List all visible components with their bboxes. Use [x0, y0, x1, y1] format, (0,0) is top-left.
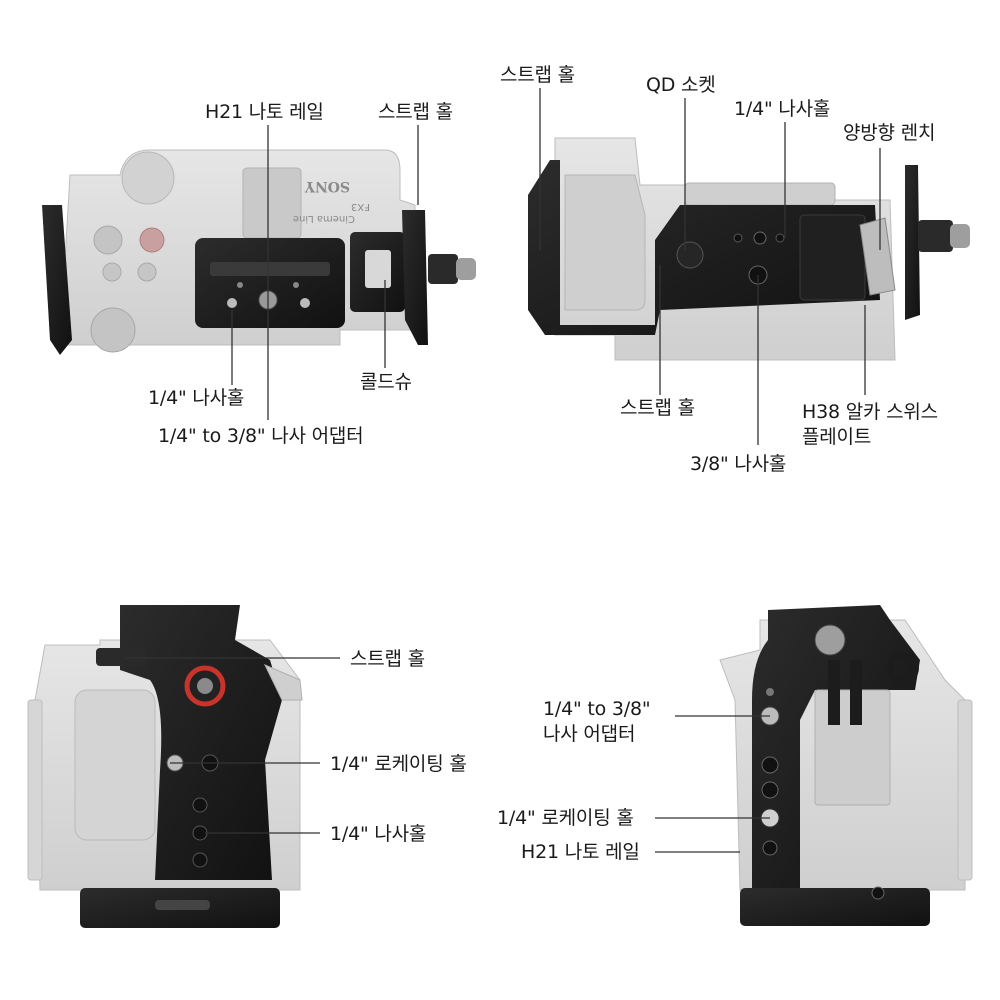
- screw-hole: [293, 282, 299, 288]
- leader-lines: [125, 88, 881, 853]
- screw-hole: [227, 298, 237, 308]
- side-bracket: [42, 205, 72, 355]
- locating-hole: [761, 756, 779, 774]
- mode-dial: [121, 151, 175, 205]
- label-bidirectional-wrench: 양방향 렌치: [843, 122, 936, 144]
- label-strap-hole: 스트랩 홀: [378, 101, 453, 123]
- screw-hole: [775, 233, 785, 243]
- screw-hole: [192, 852, 208, 868]
- cage-frame: [752, 605, 920, 895]
- label-adapter-line1: 1/4" to 3/8": [543, 698, 651, 720]
- screw-hole: [192, 797, 208, 813]
- bottom-right-view: [719, 605, 973, 926]
- rosette-screw: [814, 624, 846, 656]
- wrench: [828, 660, 862, 725]
- screw-hole: [192, 825, 208, 841]
- record-button: [139, 227, 165, 253]
- base-slot: [155, 900, 210, 910]
- cage-side-arm: [905, 165, 920, 320]
- camera-brand-text: SONY: [304, 178, 350, 194]
- lens-mount: [684, 182, 836, 206]
- thumb-screw: [918, 220, 953, 252]
- label-screw-hole-14: 1/4" 나사홀: [734, 98, 831, 120]
- side-door: [74, 689, 156, 841]
- label-arca-plate-line2: 플레이트: [802, 426, 872, 448]
- screw-hole: [762, 840, 778, 856]
- label-arca-plate-line1: H38 알카 스위스: [802, 401, 938, 423]
- cage-frame: [528, 160, 880, 335]
- thumb-screw: [428, 254, 458, 284]
- base-plate: [740, 888, 930, 926]
- label-locating-hole: 1/4" 로케이팅 홀: [497, 807, 634, 829]
- label-strap-hole-top: 스트랩 홀: [500, 64, 575, 86]
- screw-hole-14: [753, 231, 767, 245]
- label-adapter-line2: 나사 어댑터: [543, 723, 636, 745]
- top-right-view: [528, 137, 970, 361]
- camera-model-text: FX3: [351, 201, 370, 212]
- label-adapter: 1/4" to 3/8" 나사 어댑터: [158, 425, 364, 447]
- side-grille: [27, 699, 43, 881]
- hot-shoe: [242, 167, 302, 239]
- arca-swiss-plate: [799, 214, 866, 301]
- nato-rail-slot: [210, 262, 330, 276]
- cage-grip: [120, 605, 282, 880]
- label-screw-hole-14: 1/4" 나사홀: [330, 823, 427, 845]
- screw-hole: [237, 282, 243, 288]
- nato-rail-plate: [195, 238, 345, 328]
- screw-hole: [766, 688, 774, 696]
- screw-hole: [300, 298, 310, 308]
- thumb-screw-knob: [456, 258, 476, 280]
- locating-hole: [761, 781, 779, 799]
- label-h21-nato-rail: H21 나토 레일: [205, 101, 324, 123]
- thumb-screw-knob: [950, 224, 970, 248]
- rosette-screw-center: [197, 678, 213, 694]
- control-dial: [93, 225, 123, 255]
- label-strap-hole: 스트랩 홀: [350, 648, 425, 670]
- base-screw: [871, 886, 885, 900]
- side-grille: [957, 699, 973, 881]
- top-left-view: SONY FX3 Cinema Line: [42, 149, 476, 355]
- cage-side-arm: [402, 210, 428, 345]
- cold-shoe-slot: [365, 250, 391, 288]
- label-locating-hole: 1/4" 로케이팅 홀: [330, 753, 467, 775]
- label-screw-hole-14: 1/4" 나사홀: [148, 387, 245, 409]
- button-3: [102, 262, 122, 282]
- wrench-ring: [887, 652, 919, 684]
- label-h21-nato-rail: H21 나토 레일: [521, 841, 640, 863]
- top-handle: [96, 648, 146, 666]
- label-screw-hole-38: 3/8" 나사홀: [690, 453, 787, 475]
- qd-socket: [676, 241, 704, 269]
- screw-hole: [733, 233, 743, 243]
- bottom-left-view: [27, 605, 303, 928]
- grip-rubber: [263, 664, 303, 701]
- button-2: [137, 262, 157, 282]
- zoom-dial: [90, 307, 136, 353]
- label-cold-shoe: 콜드슈: [360, 371, 412, 393]
- battery-door: [564, 174, 646, 311]
- camera-line-text: Cinema Line: [293, 213, 355, 224]
- label-strap-hole-bottom: 스트랩 홀: [620, 397, 695, 419]
- wrench: [859, 217, 896, 296]
- label-qd-socket: QD 소켓: [646, 74, 716, 96]
